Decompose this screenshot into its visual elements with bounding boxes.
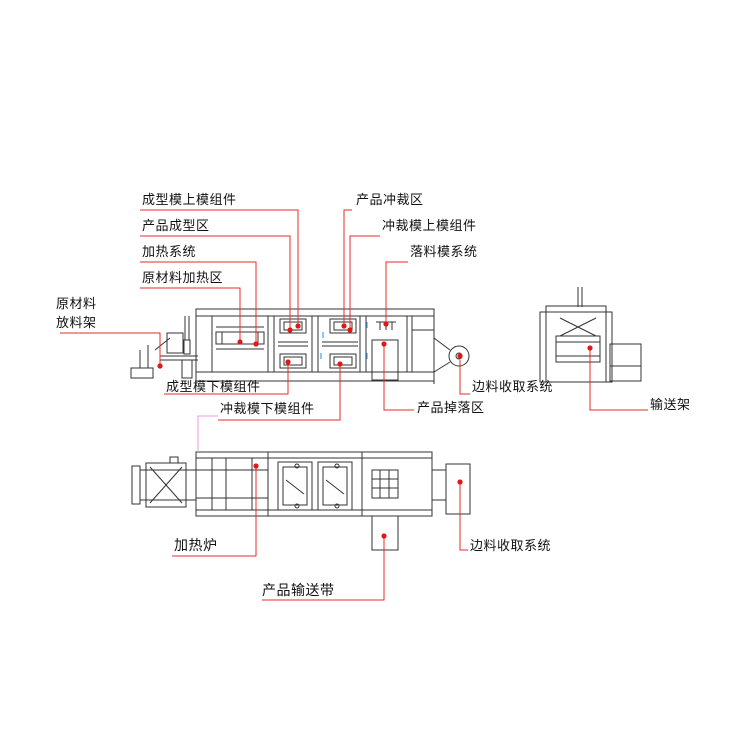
punching-mold [322,318,358,369]
label-edge-recovery-side: 边料收取系统 [472,380,554,395]
main-frame [195,308,435,384]
label-punch-upper-mold: 冲裁模上模组件 [382,219,477,234]
marker-dots [157,321,593,539]
label-heating-furnace: 加热炉 [174,538,218,554]
label-heating-system: 加热系统 [142,245,197,260]
plan-main-frame [195,451,433,517]
label-product-conveyor: 产品输送带 [262,583,335,599]
label-product-drop-zone: 产品掉落区 [417,401,485,416]
label-raw-material-line2: 放料架 [56,316,97,331]
plan-edge-recovery [432,463,471,515]
label-punch-lower-mold: 冲裁模下模组件 [220,402,315,417]
label-product-punching-zone: 产品冲裁区 [356,193,424,208]
edge-recovery-roll [433,337,470,373]
side-elevation-view [130,308,470,384]
guide-line-magenta [197,415,218,452]
plan-unwind-rack [131,456,196,508]
label-forming-lower-mold: 成型模下模组件 [166,380,261,395]
blue-indicators [320,322,368,359]
unwind-rack [130,316,198,379]
label-drop-mold-system: 落料模系统 [410,245,478,260]
plan-product-grid [371,469,399,499]
forming-mold [278,318,308,369]
plan-mold-blocks [277,461,353,511]
label-material-heating-zone: 原材料加热区 [142,271,224,286]
drop-zone [371,321,399,381]
label-forming-upper-mold: 成型模上模组件 [142,193,237,208]
leader-lines [60,209,648,601]
label-product-forming-zone: 产品成型区 [142,219,210,234]
front-view-conveyor-rack [539,287,642,383]
label-raw-material-line1: 原材料 [56,297,97,312]
label-conveyor-rack: 输送架 [650,398,691,413]
label-edge-recovery-plan: 边料收取系统 [470,539,552,554]
plan-view [131,451,471,551]
plan-product-conveyor [371,515,399,551]
